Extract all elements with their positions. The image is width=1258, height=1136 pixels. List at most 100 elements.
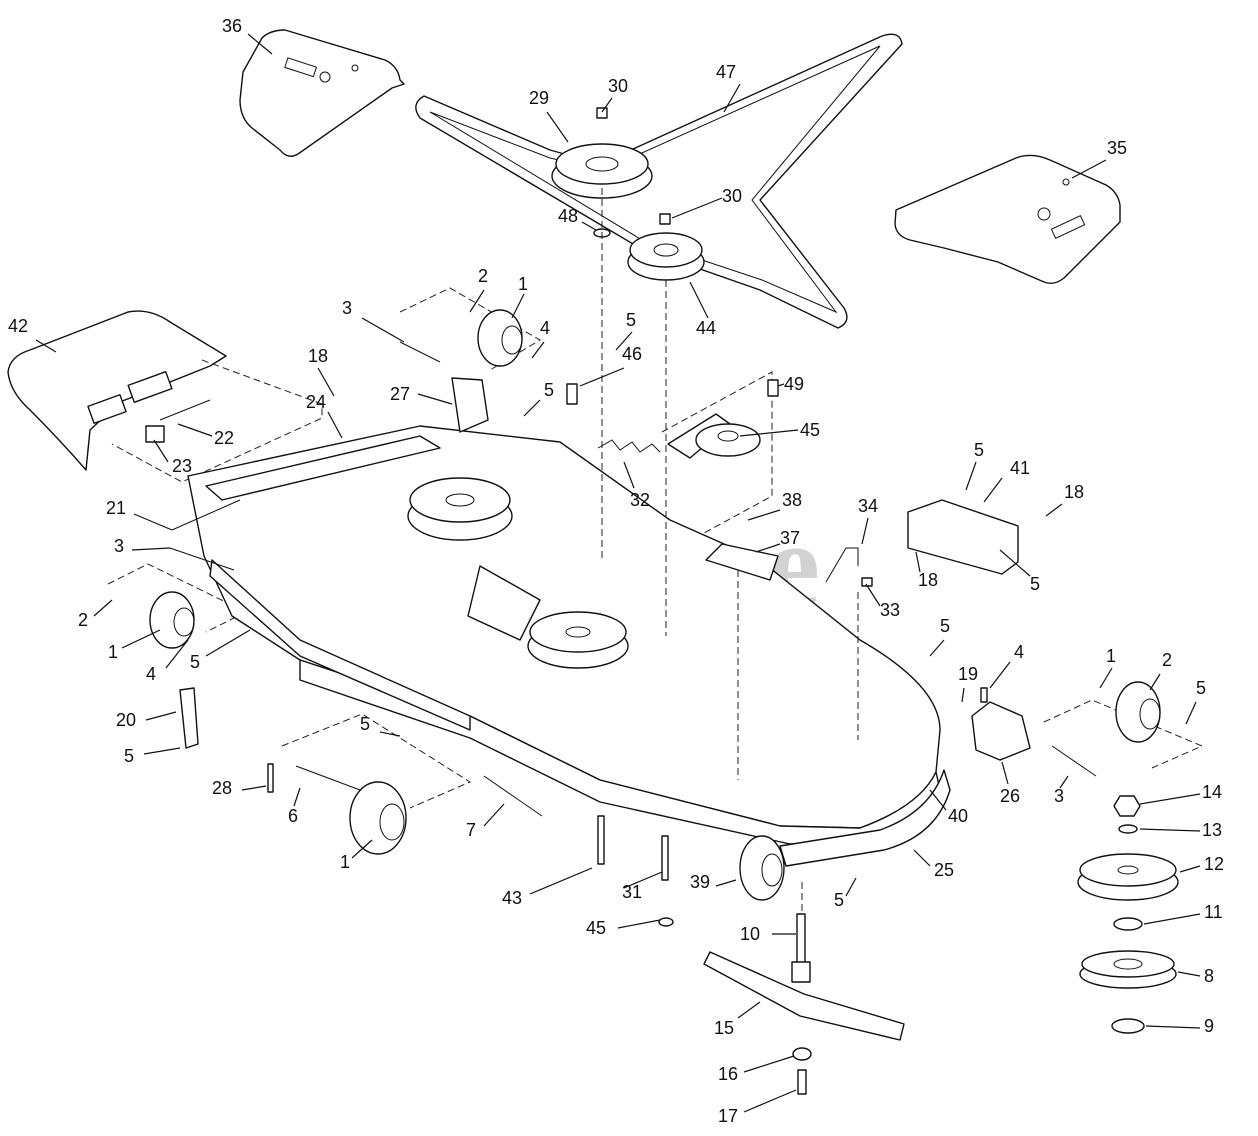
callout-label-25: 25 xyxy=(934,860,954,880)
discharge-deflector xyxy=(7,310,227,471)
callout-label-41: 41 xyxy=(1010,458,1030,478)
callout-label-6: 6 xyxy=(288,806,298,826)
callout-leader-26 xyxy=(1001,761,1009,785)
callout-label-33: 33 xyxy=(880,600,900,620)
callout-leader-19 xyxy=(961,687,965,703)
callout-leader-27 xyxy=(417,393,453,405)
rod-3-top xyxy=(399,341,441,363)
callout-label-5: 5 xyxy=(1030,574,1040,594)
callout-leader-4 xyxy=(165,639,189,669)
callout-leader-3 xyxy=(131,547,171,551)
callout-label-1: 1 xyxy=(1106,646,1116,666)
callout-leader-5 xyxy=(965,461,977,491)
rod-3-right xyxy=(1051,745,1097,777)
wheel-bracket-right xyxy=(971,701,1031,761)
callout-leader-34 xyxy=(861,517,869,545)
callout-leader-30 xyxy=(671,197,723,219)
callout-leader-20 xyxy=(145,711,177,721)
callout-label-11: 11 xyxy=(1204,902,1223,922)
callout-label-29: 29 xyxy=(529,88,549,108)
callout-leader-21 xyxy=(133,513,173,531)
bolt-31 xyxy=(661,835,669,881)
callout-leader-16 xyxy=(743,1055,795,1073)
callout-label-5: 5 xyxy=(544,380,554,400)
callout-label-26: 26 xyxy=(1000,786,1020,806)
j-bolt-34 xyxy=(825,547,859,583)
spindle-pulley xyxy=(1077,853,1179,901)
callout-leader-2 xyxy=(469,289,485,313)
pivot-bracket xyxy=(451,377,489,433)
callout-leader-5 xyxy=(379,731,401,737)
callout-label-49: 49 xyxy=(784,374,804,394)
callout-label-44: 44 xyxy=(696,318,716,338)
callout-leader-36 xyxy=(247,33,273,55)
drive-belt xyxy=(415,33,903,329)
callout-label-24: 24 xyxy=(306,392,326,412)
wheel-right xyxy=(1115,681,1161,743)
callout-leader-28 xyxy=(241,785,267,791)
callout-leader-29 xyxy=(546,111,569,143)
callout-label-14: 14 xyxy=(1202,782,1222,802)
callout-leader-32 xyxy=(623,461,635,489)
wheel-left xyxy=(149,591,195,649)
callout-label-5: 5 xyxy=(626,310,636,330)
callout-label-42: 42 xyxy=(8,316,28,336)
callout-label-19: 19 xyxy=(958,664,978,684)
pivot-spacer xyxy=(767,379,779,397)
idler-spacer xyxy=(566,383,578,405)
callout-label-48: 48 xyxy=(558,206,578,226)
callout-label-10: 10 xyxy=(740,924,760,944)
callout-leader-24 xyxy=(327,411,343,439)
callout-leader-49 xyxy=(777,383,785,387)
spindle-shaft xyxy=(791,913,811,983)
callout-leader-15 xyxy=(737,1001,761,1019)
callout-label-32: 32 xyxy=(630,490,650,510)
callout-label-5: 5 xyxy=(124,746,134,766)
callout-label-9: 9 xyxy=(1204,1016,1214,1036)
front-bumper xyxy=(779,769,951,867)
idler-pulley-upper xyxy=(551,107,653,199)
callout-label-13: 13 xyxy=(1202,820,1222,840)
callout-leader-48 xyxy=(581,221,597,231)
callout-label-4: 4 xyxy=(540,318,550,338)
callout-label-5: 5 xyxy=(1196,678,1206,698)
spindle-nut xyxy=(1113,795,1141,817)
callout-label-31: 31 xyxy=(622,882,642,902)
callout-label-28: 28 xyxy=(212,778,232,798)
mower-blade xyxy=(703,951,905,1041)
wheel-top xyxy=(477,309,523,367)
belt-cover-right xyxy=(894,154,1121,285)
callout-leader-43 xyxy=(529,867,593,895)
callout-label-5: 5 xyxy=(190,652,200,672)
blade-washer xyxy=(792,1047,812,1061)
belt-cover-left xyxy=(239,29,405,157)
callout-label-43: 43 xyxy=(502,888,522,908)
callout-leader-1 xyxy=(351,839,373,859)
callout-leader-13 xyxy=(1139,828,1201,832)
idler-arm-pulley xyxy=(667,413,761,459)
idler-spring xyxy=(597,439,661,453)
callout-leader-25 xyxy=(913,849,931,867)
callout-leader-2 xyxy=(1149,673,1161,691)
callout-leader-40 xyxy=(929,789,947,811)
callout-label-22: 22 xyxy=(214,428,234,448)
callout-label-34: 34 xyxy=(858,496,878,516)
callout-leader-45 xyxy=(739,429,799,437)
callout-leader-5 xyxy=(615,331,633,351)
callout-label-5: 5 xyxy=(360,714,370,734)
callout-label-4: 4 xyxy=(1014,642,1024,662)
group-outline-wheel-left xyxy=(107,563,248,633)
deflector-rod xyxy=(159,399,211,421)
callout-label-47: 47 xyxy=(716,62,736,82)
callout-leader-46 xyxy=(579,367,625,387)
callout-label-3: 3 xyxy=(342,298,352,318)
callout-label-16: 16 xyxy=(718,1064,738,1084)
callout-leader-31 xyxy=(623,871,663,889)
callout-label-4: 4 xyxy=(146,664,156,684)
callout-label-3: 3 xyxy=(114,536,124,556)
side-bracket xyxy=(907,499,1019,575)
callout-leader-47 xyxy=(723,83,741,113)
callout-leader-8 xyxy=(1177,971,1201,977)
